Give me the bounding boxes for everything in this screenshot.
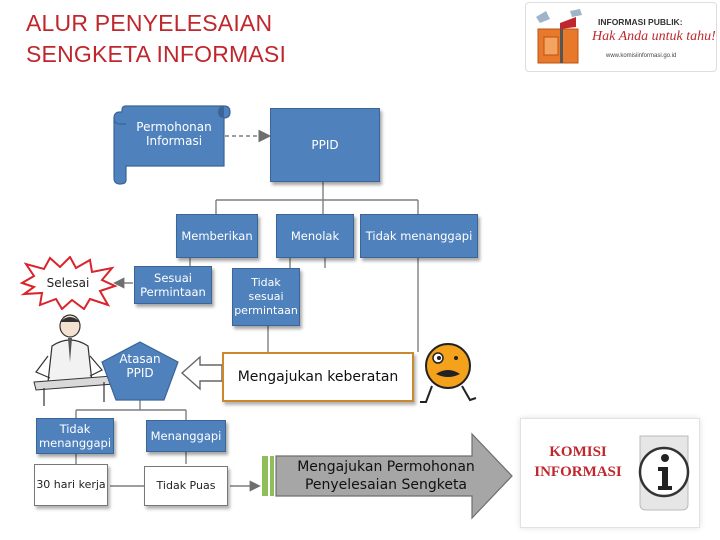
menolak-label: Menolak <box>290 229 340 243</box>
penyelesaian-arrow-shape <box>262 432 513 520</box>
title-line-1: ALUR PENYELESAIAN <box>26 10 273 36</box>
menanggapi-box: Menanggapi <box>146 420 226 452</box>
logo-url: www.komisiinformasi.go.id <box>606 53 677 59</box>
tidak-sesuai-box: Tidak sesuai permintaan <box>232 268 300 326</box>
memberikan-label: Memberikan <box>181 229 253 243</box>
logo-line-1: INFORMASI PUBLIK: <box>598 17 683 27</box>
tidak-puas-label: Tidak Puas <box>156 479 216 492</box>
man-at-desk-icon <box>33 314 115 406</box>
tree-ppid-outcomes <box>215 182 419 214</box>
logo-line-2: Hak Anda untuk tahu! <box>592 29 716 44</box>
penyelesaian-label: Mengajukan Permohonan Penyelesaian Sengk… <box>297 459 475 493</box>
tidak-puas-box: Tidak Puas <box>144 466 228 506</box>
tidak-sesuai-label: Tidak sesuai permintaan <box>234 276 298 317</box>
atasan-ppid-label: Atasan PPID <box>119 352 161 380</box>
30-hari-kerja-label: 30 hari kerja <box>36 478 106 491</box>
mengajukan-keberatan-box: Mengajukan keberatan <box>222 352 414 402</box>
ppid-box: PPID <box>270 108 380 182</box>
komisi-informasi-logo: INFORMASI PUBLIK: Hak Anda untuk tahu! w… <box>525 2 717 72</box>
worried-face-icon <box>420 343 477 403</box>
page-title: ALUR PENYELESAIAN SENGKETA INFORMASI <box>26 8 286 70</box>
sesuai-permintaan-box: Sesuai Permintaan <box>134 266 212 304</box>
selesai-starburst-shape <box>19 256 118 310</box>
permohonan-scroll-shape <box>113 105 231 185</box>
menanggapi-label: Menanggapi <box>150 429 222 443</box>
tidak-menanggapi-bottom-box: Tidak menanggapi <box>36 418 114 454</box>
30-hari-kerja-box: 30 hari kerja <box>34 464 108 506</box>
ppid-label: PPID <box>311 138 339 152</box>
selesai-label: Selesai <box>46 276 90 290</box>
tidak-menanggapi-top-box: Tidak menanggapi <box>360 214 478 258</box>
memberikan-box: Memberikan <box>176 214 258 258</box>
mailbox-logo-icon <box>536 9 582 64</box>
tidak-menanggapi-top-label: Tidak menanggapi <box>365 229 473 243</box>
menolak-box: Menolak <box>276 214 354 258</box>
left-arrow-outline-icon <box>180 355 223 391</box>
mengajukan-keberatan-label: Mengajukan keberatan <box>237 369 399 385</box>
info-icon <box>638 435 690 511</box>
tidak-menanggapi-bottom-label: Tidak menanggapi <box>38 422 112 450</box>
sesuai-permintaan-label: Sesuai Permintaan <box>140 271 206 299</box>
title-line-2: SENGKETA INFORMASI <box>26 41 287 67</box>
permohonan-informasi-label: Permohonan Informasi <box>136 120 212 148</box>
tree-atasan-outcomes <box>75 398 187 420</box>
atasan-pentagon-shape <box>101 341 179 401</box>
komisi-informasi-label: KOMISI INFORMASI <box>534 444 622 480</box>
